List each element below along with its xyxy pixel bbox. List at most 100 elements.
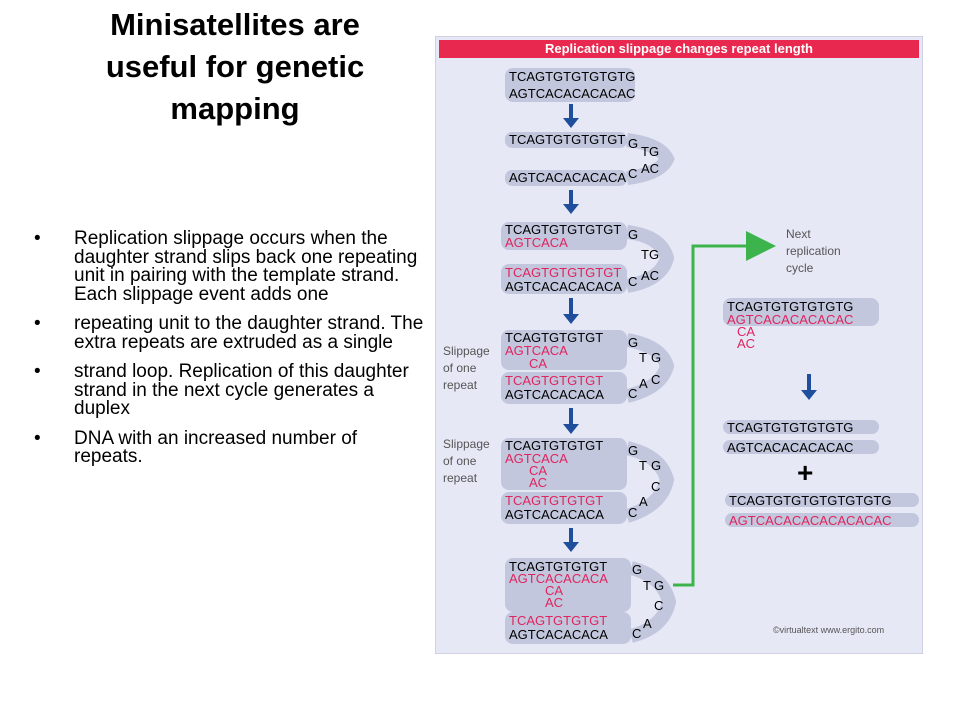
template-bottom-strand: AGTCACACACA [509,627,608,642]
loop-background [625,225,675,293]
loop-base: G [628,443,638,458]
loop-base: G [651,458,661,473]
bullet-item: •repeating unit to the daughter strand. … [34,313,424,352]
duplex-background [505,68,635,102]
next-cycle-duplex: TCAGTGTGTGTGTG AGTCACACACACAC CA AC [723,298,879,351]
extruded-loop: AC [529,475,547,490]
next-cycle-label: Next replication cycle [786,227,841,275]
label-line: Slippage [443,437,490,451]
bullet-dot: • [34,427,41,449]
strand-background [501,330,627,370]
loop-base: G [628,136,638,151]
label-line: Slippage [443,344,490,358]
duplex-step-5: TCAGTGTGTGT AGTCACA CA AC TCAGTGTGTGT AG… [501,438,675,524]
loop-base: G [628,227,638,242]
extruded-loop: CA [529,463,547,478]
bullet-dot: • [34,313,41,334]
extruded-loop: AC [737,336,755,351]
title-line: useful for genetic [105,49,365,84]
template-top-strand: TCAGTGTGTGTGT [509,132,625,147]
duplex-step-2: TCAGTGTGTGTGT AGTCACACACACA G TG C AC [505,132,675,186]
loop-background [626,133,675,185]
figure-header-title: Replication slippage changes repeat leng… [545,41,813,56]
loop-base: C [628,274,637,289]
loop-base: G [654,578,664,593]
strand-background [505,132,627,148]
strand-background [505,170,627,186]
label-line: cycle [786,261,814,275]
product-duplex-original: TCAGTGTGTGTGTG AGTCACACACACAC [723,420,879,455]
loop-base: C [651,372,660,387]
figure-header-bar [439,40,919,58]
bullet-text: Replication slippage occurs when the dau… [74,228,418,305]
bullet-dot: • [34,228,41,249]
template-bottom-strand: AGTCACACACACA [505,279,622,294]
daughter-strand: TCAGTGTGTGT [509,613,607,628]
slide-title: Minisatellites are useful for genetic ma… [40,4,430,130]
strand-background [501,438,627,490]
loop-base: C [632,626,641,641]
slippage-label-1: Slippage of one repeat [443,344,490,392]
down-arrow-icon [801,374,817,400]
bullet-item: • Replication slippage occurs when the da… [34,228,424,305]
template-top-strand: TCAGTGTGTGTGTG [509,69,635,84]
daughter-strand: AGTCACA [505,235,568,250]
template-bottom-strand: AGTCACACACACAC [509,86,635,101]
label-line: Next [786,227,811,241]
loop-base: AC [641,268,659,283]
slippage-label-2: Slippage of one repeat [443,437,490,485]
loop-background [624,441,675,523]
template-bottom-strand: AGTCACACACACA [509,170,626,185]
bullet-dot: • [34,361,41,382]
product-top-strand: TCAGTGTGTGTGTG [727,420,853,435]
daughter-strand: AGTCACACACACAC [727,312,853,327]
down-arrow-icon [563,298,579,324]
loop-base: T [639,458,647,473]
product-bottom-strand: AGTCACACACACACACAC [729,513,892,528]
strand-background [723,440,879,454]
loop-base: TG [641,144,659,159]
loop-base: C [628,386,637,401]
bullet-list: • Replication slippage occurs when the da… [34,228,424,478]
bullet-item: •strand loop. Replication of this daught… [34,361,424,419]
label-line: repeat [443,378,478,392]
down-arrow-icon [563,528,579,552]
loop-base: G [651,350,661,365]
strand-background [725,513,919,527]
daughter-strand: TCAGTGTGTGT [505,373,603,388]
loop-base: C [651,479,660,494]
daughter-strand: AGTCACA [505,343,568,358]
label-line: of one [443,361,477,375]
loop-base: G [632,562,642,577]
bullet-item: •DNA with an increased number of repeats… [34,427,424,467]
template-top-strand: TCAGTGTGTGT [505,438,603,453]
daughter-strand: AGTCACACACA [509,571,608,586]
loop-background [629,561,677,643]
loop-base: C [628,505,637,520]
strand-background [725,493,919,507]
extruded-loop: CA [545,583,563,598]
label-line: repeat [443,471,478,485]
loop-base: AC [641,161,659,176]
plus-sign: + [797,457,813,488]
down-arrow-icon [563,408,579,434]
loop-base: A [639,494,648,509]
loop-base: T [639,350,647,365]
loop-base: T [643,578,651,593]
extruded-loop: AC [545,595,563,610]
strand-background [723,298,879,326]
label-line: of one [443,454,477,468]
duplex-step-4: TCAGTGTGTGT AGTCACA CA TCAGTGTGTGT AGTCA… [501,330,675,404]
title-line: mapping [170,91,300,126]
product-bottom-strand: AGTCACACACACAC [727,440,853,455]
copyright-text: ©virtualtext www.ergito.com [773,625,884,635]
product-duplex-expanded: TCAGTGTGTGTGTGTGTG AGTCACACACACACACAC [725,493,919,528]
loop-base: G [628,335,638,350]
down-arrow-icon [563,104,579,128]
loop-background [625,333,675,403]
template-top-strand: TCAGTGTGTGT [509,559,607,574]
daughter-strand: TCAGTGTGTGT [505,493,603,508]
extruded-loop: CA [737,324,755,339]
loop-base: C [654,598,663,613]
strand-background [501,222,627,250]
